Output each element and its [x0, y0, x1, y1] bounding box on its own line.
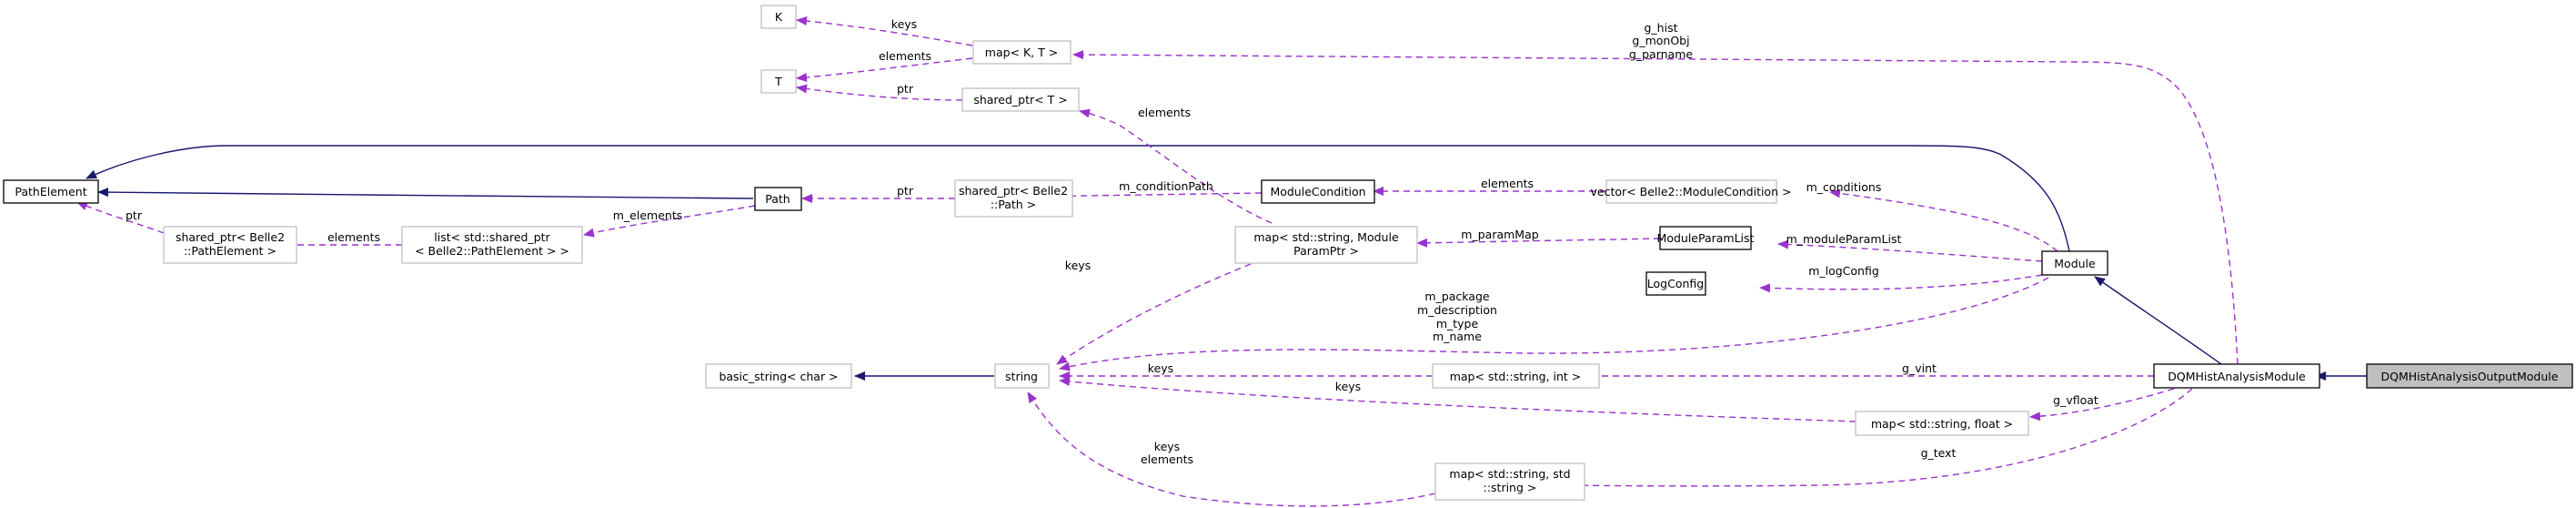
node-label: PathElement: [15, 185, 86, 198]
label-m-conditionpath: m_conditionPath: [1119, 179, 1213, 193]
node-shared-ptr-path[interactable]: shared_ptr< Belle2 ::Path >: [954, 179, 1073, 218]
label-g-parname: g_parname: [1629, 47, 1693, 61]
node-label: LogConfig: [1647, 277, 1704, 290]
node-module[interactable]: Module: [2041, 250, 2108, 276]
edge-analysis-to-mapfloat: [2029, 388, 2175, 422]
node-label: Module: [2054, 257, 2096, 270]
label-m-parammap: m_paramMap: [1461, 228, 1538, 241]
node-label-line-1: list< std::shared_ptr: [434, 230, 550, 244]
node-k[interactable]: K: [760, 5, 797, 29]
label-m-moduleparamlist: m_moduleParamList: [1786, 232, 1902, 246]
edge-mapkt-to-k: [796, 16, 973, 46]
label-m-type: m_type: [1436, 317, 1479, 330]
node-label: Path: [765, 192, 790, 206]
edge-mapparam-to-sharedptrt: [1079, 108, 1273, 224]
node-string[interactable]: string: [994, 363, 1050, 389]
edge-analysis-to-mapkt: [1072, 50, 2239, 365]
label-m-conditions: m_conditions: [1806, 180, 1882, 194]
label-elements-t: elements: [879, 49, 931, 63]
label-ptr-t: ptr: [897, 82, 914, 96]
node-vector-module-condition[interactable]: vector< Belle2::ModuleCondition >: [1591, 179, 1792, 204]
edge-mapparam-to-string: [1056, 263, 1252, 365]
label-g-text: g_text: [1921, 446, 1957, 460]
label-elements-condition: elements: [1481, 177, 1534, 190]
label-keys-int: keys: [1148, 361, 1173, 375]
edge-analysis-to-mapstring: [1545, 388, 2193, 491]
label-ptr-pathelement: ptr: [126, 208, 143, 222]
node-label: K: [775, 10, 783, 24]
node-label: ModuleCondition: [1270, 185, 1365, 198]
node-dqm-hist-analysis-output-module[interactable]: DQMHistAnalysisOutputModule: [2366, 363, 2573, 389]
edge-mapfloat-to-string: [1059, 377, 1857, 422]
node-label: ModuleParamList: [1657, 231, 1755, 245]
label-g-vint: g_vint: [1902, 361, 1937, 375]
node-module-param-list[interactable]: ModuleParamList: [1657, 226, 1755, 250]
node-label: basic_string< char >: [719, 370, 838, 383]
edge-path-to-pathelement: [97, 188, 754, 199]
label-m-elements: m_elements: [613, 208, 682, 222]
node-label: map< K, T >: [985, 46, 1058, 59]
node-label: map< std::string, float >: [1871, 417, 2013, 431]
label-m-logconfig: m_logConfig: [1808, 264, 1879, 278]
node-label-line-2: ::PathElement >: [184, 244, 277, 258]
edge-modulecondition-to-sharedptrpath: [1027, 191, 1263, 201]
label-elements-sharedptr-t: elements: [1138, 106, 1191, 119]
label-keys-param: keys: [1065, 259, 1091, 272]
node-label: shared_ptr< T >: [973, 93, 1067, 107]
node-shared-ptr-path-element[interactable]: shared_ptr< Belle2 ::PathElement >: [163, 226, 297, 264]
node-shared-ptr-t[interactable]: shared_ptr< T >: [961, 87, 1080, 112]
edge-module-to-string: [1059, 277, 2049, 371]
node-map-string-string[interactable]: map< std::string, std ::string >: [1434, 462, 1585, 501]
node-label: DQMHistAnalysisOutputModule: [2381, 370, 2559, 383]
node-label-line-1: shared_ptr< Belle2: [176, 230, 285, 244]
label-keys-k: keys: [891, 17, 917, 31]
node-label-line-2: ParamPtr >: [1293, 244, 1359, 258]
edge-module-to-vector: [1829, 188, 2058, 252]
node-dqm-hist-analysis-module[interactable]: DQMHistAnalysisModule: [2153, 363, 2320, 389]
label-keys-string: keys: [1154, 440, 1180, 453]
node-label: string: [1005, 370, 1038, 383]
node-basic-string[interactable]: basic_string< char >: [705, 363, 852, 389]
edge-sharedptrt-to-t: [796, 84, 963, 101]
label-keys-float: keys: [1335, 380, 1361, 393]
label-m-description: m_description: [1417, 303, 1497, 317]
edge-sharedptr-to-pathelement: [76, 201, 165, 234]
label-g-hist: g_hist: [1645, 21, 1678, 35]
node-map-string-float[interactable]: map< std::string, float >: [1855, 411, 2029, 436]
label-ptr-path: ptr: [897, 184, 914, 198]
node-label: map< std::string, int >: [1450, 370, 1582, 383]
node-label: vector< Belle2::ModuleCondition >: [1591, 185, 1792, 198]
edge-analysis-to-module: [2094, 276, 2222, 365]
node-list-shared-ptr[interactable]: list< std::shared_ptr < Belle2::PathElem…: [401, 226, 583, 264]
label-g-monobj: g_monObj: [1632, 34, 1689, 47]
label-elements-string: elements: [1141, 452, 1193, 466]
node-map-k-t[interactable]: map< K, T >: [972, 40, 1072, 65]
node-label-line-1: map< std::string, Module: [1253, 230, 1399, 244]
node-label-line-2: ::string >: [1484, 481, 1537, 494]
edge-module-to-logconfig: [1759, 274, 2043, 293]
node-label: T: [774, 75, 782, 88]
node-label-line-1: shared_ptr< Belle2: [959, 184, 1068, 198]
label-elements-list: elements: [327, 230, 380, 244]
edge-mapkt-to-t: [796, 57, 973, 82]
edge-module-to-pathelement: [86, 145, 2070, 252]
node-label-line-1: map< std::string, std: [1449, 467, 1570, 481]
node-map-string-int[interactable]: map< std::string, int >: [1432, 363, 1600, 389]
node-t[interactable]: T: [760, 69, 797, 94]
node-module-condition[interactable]: ModuleCondition: [1261, 179, 1375, 204]
node-map-param[interactable]: map< std::string, Module ParamPtr >: [1234, 226, 1418, 264]
edge-paramlist-to-mapparam: [1416, 238, 1661, 248]
edge-module-to-paramlist: [1777, 239, 2043, 262]
node-label-line-2: < Belle2::PathElement > >: [415, 244, 569, 258]
node-path-element[interactable]: PathElement: [3, 179, 99, 204]
node-log-config[interactable]: LogConfig: [1645, 271, 1706, 296]
node-label-line-2: ::Path >: [991, 198, 1036, 211]
label-m-name: m_name: [1433, 330, 1482, 343]
node-path[interactable]: Path: [754, 187, 802, 211]
label-m-package: m_package: [1424, 290, 1490, 303]
label-g-vfloat: g_vfloat: [2053, 393, 2098, 407]
edge-path-to-list: [583, 205, 756, 238]
node-label: DQMHistAnalysisModule: [2168, 370, 2306, 383]
edge-mapstring-to-string: [1027, 391, 1436, 507]
